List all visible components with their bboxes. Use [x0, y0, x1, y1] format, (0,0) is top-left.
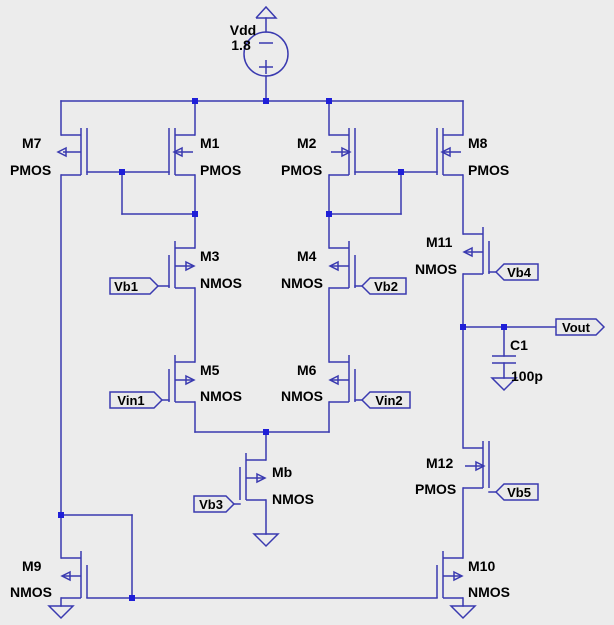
port-vb3: Vb3: [193, 495, 236, 513]
port-vb3-label: Vb3: [199, 497, 223, 512]
m7-type: PMOS: [10, 162, 51, 178]
vdd-source: [243, 5, 289, 102]
port-vout-label: Vout: [562, 320, 591, 335]
port-vout: Vout: [555, 318, 606, 336]
m1-name: M1: [200, 135, 220, 151]
port-vb2: Vb2: [360, 277, 407, 295]
port-vb4-label: Vb4: [507, 265, 532, 280]
transistor-m8: [400, 128, 464, 235]
m12-name: M12: [426, 455, 453, 471]
m9-name: M9: [22, 558, 42, 574]
port-vb5-label: Vb5: [507, 485, 531, 500]
transistor-m12: [462, 441, 497, 559]
transistor-m2: [328, 128, 402, 249]
port-vb5: Vb5: [494, 483, 539, 501]
port-vin1-label: Vin1: [117, 393, 144, 408]
m3-type: NMOS: [200, 275, 242, 291]
vdd-name: Vdd: [230, 22, 256, 38]
transistor-m10: [436, 551, 477, 620]
m5-type: NMOS: [200, 388, 242, 404]
supply-rail: [60, 100, 464, 136]
junction-dots: [58, 98, 507, 601]
c1-name: C1: [510, 337, 528, 353]
m8-type: PMOS: [468, 162, 509, 178]
m10-type: NMOS: [468, 584, 510, 600]
m1-type: PMOS: [200, 162, 241, 178]
m6-name: M6: [297, 362, 317, 378]
transistor-m6: [328, 355, 363, 433]
transistor-m5: [161, 355, 196, 433]
mb-type: NMOS: [272, 491, 314, 507]
port-vb4: Vb4: [494, 263, 539, 281]
port-vb2-label: Vb2: [374, 279, 398, 294]
capacitor-c1: [490, 355, 518, 392]
port-vin2-label: Vin2: [375, 393, 402, 408]
m7-name: M7: [22, 135, 42, 151]
m2-name: M2: [297, 135, 317, 151]
transistor-m4: [328, 241, 363, 363]
m2-type: PMOS: [281, 162, 322, 178]
m5-name: M5: [200, 362, 220, 378]
transistor-m11: [462, 227, 497, 449]
m4-type: NMOS: [281, 275, 323, 291]
m6-type: NMOS: [281, 388, 323, 404]
port-vin1: Vin1: [109, 391, 164, 409]
m10-name: M10: [468, 558, 495, 574]
tail-node: [194, 431, 330, 461]
m11-name: M11: [426, 234, 453, 250]
transistor-m7: [56, 128, 123, 516]
m4-name: M4: [297, 248, 317, 264]
transistor-m3: [157, 241, 196, 363]
transistor-m9: [47, 514, 133, 620]
c1-value: 100p: [511, 368, 543, 384]
vdd-value: 1.8: [231, 37, 251, 53]
m8-name: M8: [468, 135, 488, 151]
port-vb1-label: Vb1: [114, 279, 138, 294]
port-vin2: Vin2: [360, 391, 411, 409]
output-node: [462, 326, 557, 357]
m11-type: NMOS: [415, 261, 457, 277]
transistor-m1: [121, 128, 196, 249]
m3-name: M3: [200, 248, 220, 264]
port-vb1: Vb1: [109, 277, 160, 295]
m9-type: NMOS: [10, 584, 52, 600]
mb-name: Mb: [272, 464, 292, 480]
m12-type: PMOS: [415, 481, 456, 497]
